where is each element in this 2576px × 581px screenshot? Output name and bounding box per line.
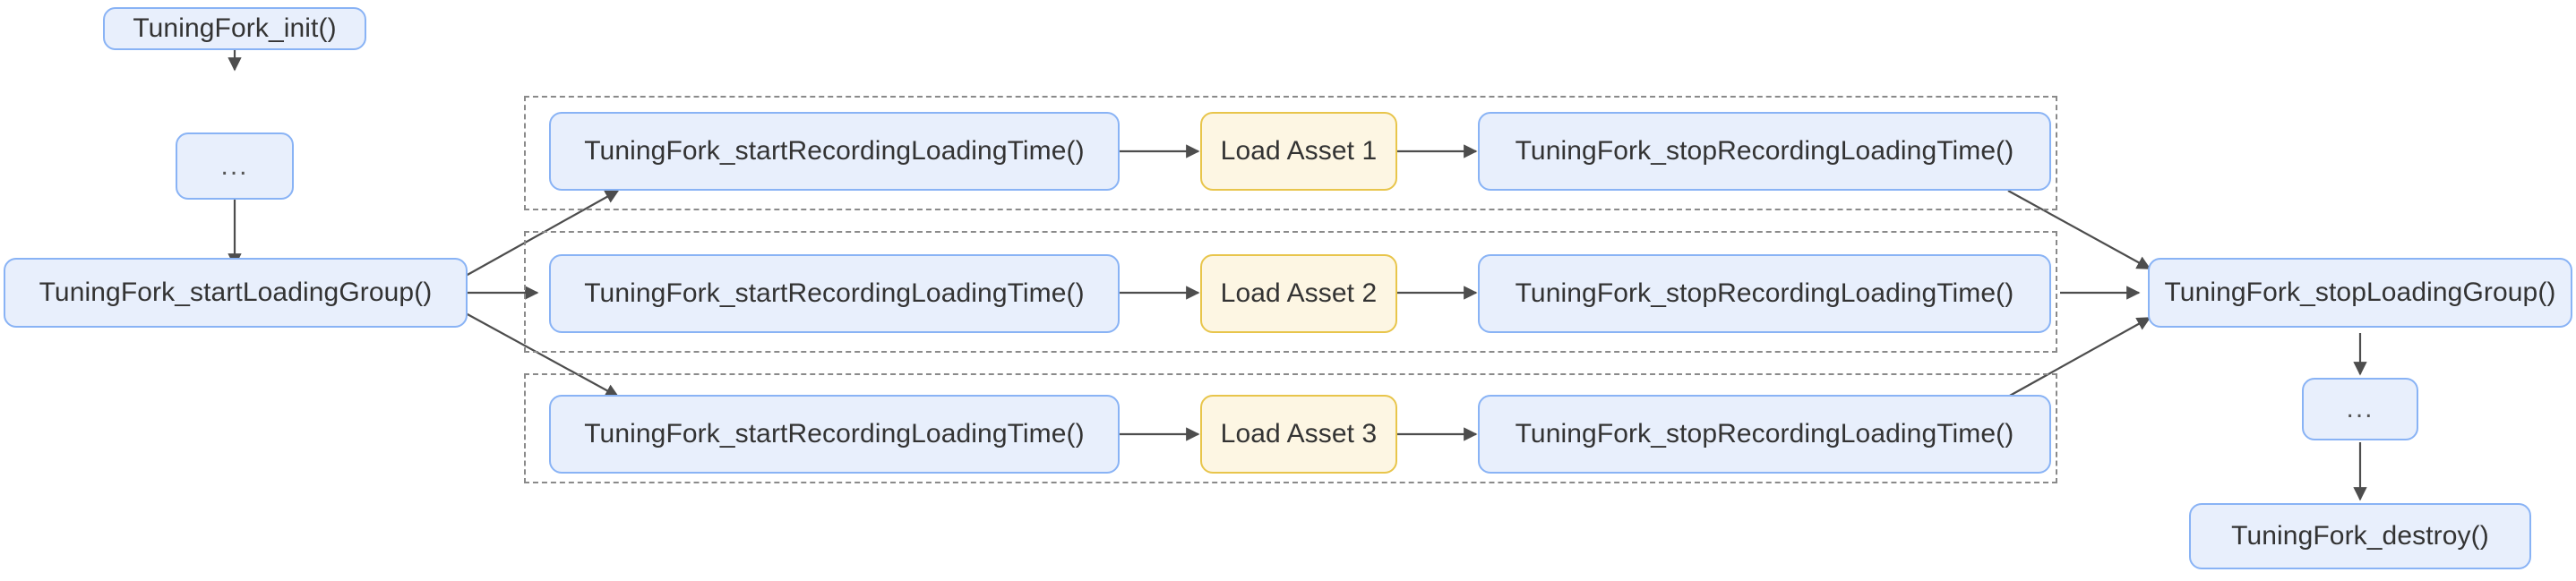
node-start-recording-loading-time-3[interactable]: TuningFork_startRecordingLoadingTime() — [549, 395, 1120, 474]
node-label: TuningFork_startRecordingLoadingTime() — [584, 278, 1085, 308]
node-stop-recording-loading-time-3[interactable]: TuningFork_stopRecordingLoadingTime() — [1478, 395, 2051, 474]
node-stop-recording-loading-time-2[interactable]: TuningFork_stopRecordingLoadingTime() — [1478, 254, 2051, 333]
node-start-recording-loading-time-1[interactable]: TuningFork_startRecordingLoadingTime() — [549, 112, 1120, 191]
node-label: ... — [220, 150, 249, 181]
node-label: Load Asset 3 — [1220, 419, 1378, 449]
asset-group-1-boundary — [524, 96, 2057, 210]
node-label: Load Asset 1 — [1220, 136, 1378, 166]
node-label: TuningFork_startLoadingGroup() — [39, 278, 433, 307]
node-label: TuningFork_stopLoadingGroup() — [2164, 278, 2556, 307]
node-label: TuningFork_stopRecordingLoadingTime() — [1515, 136, 2014, 166]
node-ellipsis-top[interactable]: ... — [176, 132, 294, 200]
node-tuningfork-start-loading-group[interactable]: TuningFork_startLoadingGroup() — [4, 258, 468, 328]
node-load-asset-2[interactable]: Load Asset 2 — [1200, 254, 1397, 333]
node-stop-recording-loading-time-1[interactable]: TuningFork_stopRecordingLoadingTime() — [1478, 112, 2051, 191]
node-start-recording-loading-time-2[interactable]: TuningFork_startRecordingLoadingTime() — [549, 254, 1120, 333]
node-load-asset-3[interactable]: Load Asset 3 — [1200, 395, 1397, 474]
node-label: TuningFork_init() — [133, 13, 337, 43]
node-label: Load Asset 2 — [1220, 278, 1378, 308]
node-label: TuningFork_stopRecordingLoadingTime() — [1515, 419, 2014, 449]
node-ellipsis-bottom[interactable]: ... — [2302, 378, 2418, 440]
node-label: ... — [2346, 394, 2374, 423]
node-label: TuningFork_startRecordingLoadingTime() — [584, 419, 1085, 449]
node-tuningfork-init[interactable]: TuningFork_init() — [103, 7, 366, 50]
node-label: TuningFork_stopRecordingLoadingTime() — [1515, 278, 2014, 308]
node-label: TuningFork_startRecordingLoadingTime() — [584, 136, 1085, 166]
asset-group-3-boundary — [524, 373, 2057, 483]
node-tuningfork-stop-loading-group[interactable]: TuningFork_stopLoadingGroup() — [2148, 258, 2572, 328]
node-tuningfork-destroy[interactable]: TuningFork_destroy() — [2189, 503, 2531, 569]
node-label: TuningFork_destroy() — [2231, 521, 2489, 551]
node-load-asset-1[interactable]: Load Asset 1 — [1200, 112, 1397, 191]
